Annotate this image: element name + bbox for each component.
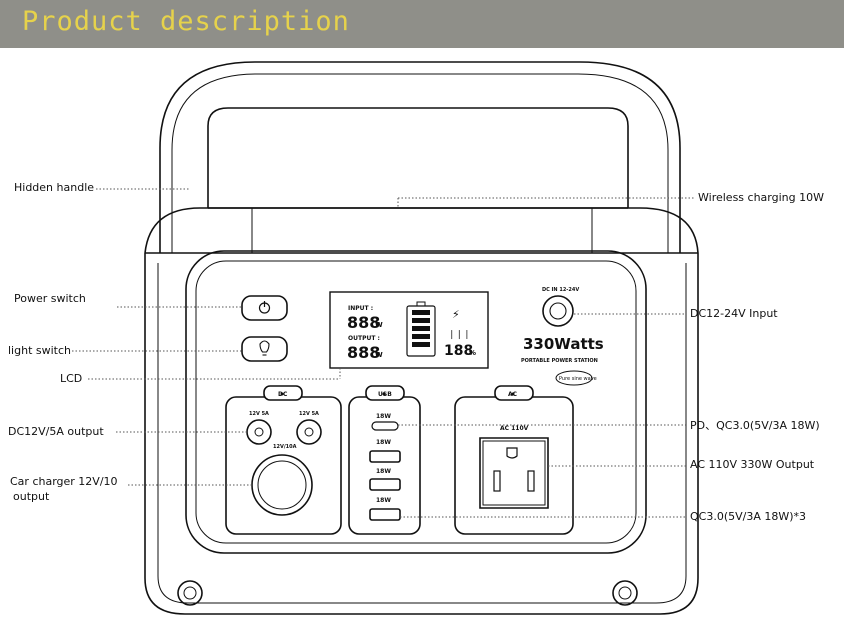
callout-lcd: LCD xyxy=(60,372,83,385)
callout-wireless: Wireless charging 10W xyxy=(698,191,824,204)
callout-light-switch: light switch xyxy=(8,344,71,357)
header-bar: Product description xyxy=(0,0,844,48)
product-diagram: INPUT : 888 W OUTPUT : 888 W 188 % ⚡ ❘❘❘… xyxy=(0,48,844,630)
usb-a-port-1 xyxy=(369,450,401,463)
lcd-input-unit: W xyxy=(375,321,383,329)
usb-c-port xyxy=(371,421,399,431)
brand-big: 330Watts xyxy=(523,335,604,353)
lcd-input-label: INPUT : xyxy=(348,305,373,312)
dc-port-2 xyxy=(296,419,322,445)
light-switch-button xyxy=(241,336,288,362)
callout-qc: QC3.0(5V/3A 18W)*3 xyxy=(690,510,807,523)
top-lid xyxy=(144,207,699,254)
lcd-flash-icon: ⚡ xyxy=(452,308,460,321)
car-charger-port xyxy=(251,454,313,516)
dc-panel xyxy=(225,396,342,535)
usb-p1-label: 18W xyxy=(376,413,391,420)
handle-outline xyxy=(159,61,681,253)
device-body xyxy=(144,253,699,615)
usb-p3-label: 18W xyxy=(376,468,391,475)
lcd-input-value: 888 xyxy=(347,313,380,332)
lcd-output-unit: W xyxy=(375,351,383,359)
lcd-bars-icon: ❘❘❘ xyxy=(448,330,471,340)
dc-input-label: DC IN 12-24V xyxy=(542,287,579,293)
power-station-drawing: INPUT : 888 W OUTPUT : 888 W 188 % ⚡ ❘❘❘… xyxy=(72,61,699,615)
dc-tab-label: DC xyxy=(278,391,288,398)
power-switch-button xyxy=(241,295,288,321)
ac-outlet xyxy=(479,437,549,509)
dc-port2-label: 12V 5A xyxy=(299,411,319,417)
usb-p4-label: 18W xyxy=(376,497,391,504)
callout-hidden-handle: Hidden handle xyxy=(14,181,95,194)
callout-ac-output: AC 110V 330W Output xyxy=(690,458,815,471)
lcd-percent-value: 188 xyxy=(444,343,473,359)
brand-logo-text: Pure sine wave xyxy=(559,376,597,382)
dc-port1-label: 12V 5A xyxy=(249,411,269,417)
dc-input-port xyxy=(542,295,574,327)
page-title: Product description xyxy=(22,6,350,37)
foot-left xyxy=(177,580,203,606)
usb-p2-label: 18W xyxy=(376,439,391,446)
callout-dc-output: DC12V/5A output xyxy=(8,425,104,438)
callout-car-charger-line1: Car charger 12V/10 xyxy=(10,475,118,488)
usb-a-port-3 xyxy=(369,508,401,521)
ac-tab-label: AC xyxy=(508,391,518,398)
ac-panel-label: AC 110V xyxy=(500,425,529,432)
usb-a-port-2 xyxy=(369,478,401,491)
front-panel xyxy=(185,250,647,554)
lcd-screen xyxy=(329,291,489,369)
callout-car-charger-line2: output xyxy=(13,490,50,503)
usb-tab-label: USB xyxy=(378,391,392,398)
callout-power-switch: Power switch xyxy=(14,292,86,305)
brand-sub: PORTABLE POWER STATION xyxy=(521,358,598,364)
foot-right xyxy=(612,580,638,606)
dc-port-1 xyxy=(246,419,272,445)
lcd-percent-unit: % xyxy=(469,349,476,357)
callout-dc-input: DC12-24V Input xyxy=(690,307,778,320)
lcd-output-label: OUTPUT : xyxy=(348,335,380,342)
callout-pd: PD、QC3.0(5V/3A 18W) xyxy=(690,419,820,432)
lcd-output-value: 888 xyxy=(347,343,380,362)
car-port-label: 12V/10A xyxy=(273,444,297,450)
handle-inner xyxy=(207,107,629,208)
